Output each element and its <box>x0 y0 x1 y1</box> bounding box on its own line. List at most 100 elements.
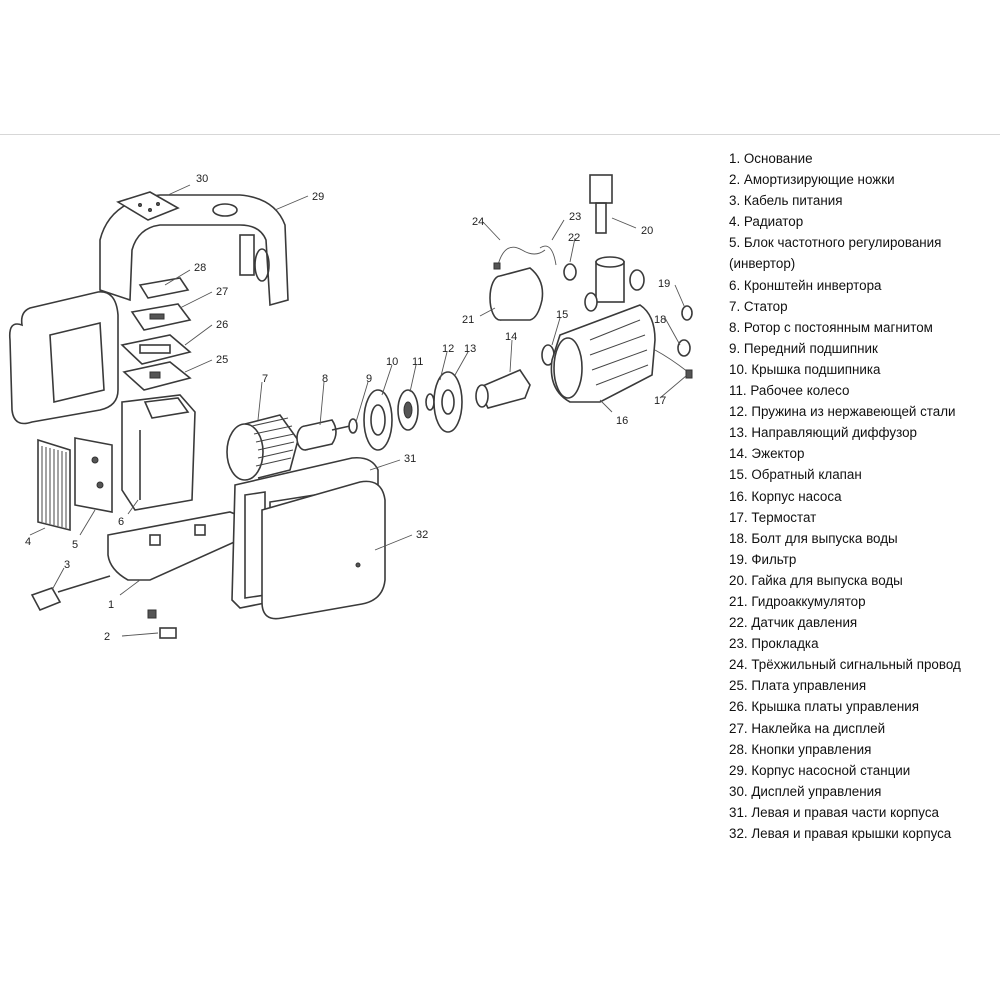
legend-item-20: 20. Гайка для выпуска воды <box>729 572 903 588</box>
callout-17: 17 <box>654 395 666 407</box>
legend-item-14: 14. Эжектор <box>729 446 805 462</box>
legend-item-15: 15. Обратный клапан <box>729 467 862 483</box>
legend-item-25: 25. Плата управления <box>729 678 867 694</box>
callout-26: 26 <box>216 319 228 331</box>
part-27-display-sticker <box>130 303 192 331</box>
legend-item-24: 24. Трёхжильный сигнальный провод <box>729 657 961 673</box>
legend-item-6: 6. Кронштейн инвертора <box>729 277 882 293</box>
part-7-stator <box>226 414 299 481</box>
callout-31: 31 <box>404 453 416 465</box>
part-29-station-housing <box>99 194 289 307</box>
callout-19: 19 <box>658 278 670 290</box>
callout-22: 22 <box>568 232 580 244</box>
callout-28: 28 <box>194 262 206 274</box>
legend-item-8: 8. Ротор с постоянным магнитом <box>729 319 933 335</box>
part-8-rotor <box>296 419 351 451</box>
exploded-view-diagram: 30 29 28 27 26 25 7 8 9 10 11 12 13 14 1… <box>8 173 693 643</box>
legend-item-13: 13. Направляющий диффузор <box>729 425 917 441</box>
part-26-board-cover <box>120 334 192 365</box>
callout-13: 13 <box>464 343 476 355</box>
legend-item-21: 21. Гидроаккумулятор <box>729 593 866 609</box>
part-16-pump-body <box>550 256 656 403</box>
callout-labels: 30 29 28 27 26 25 7 8 9 10 11 12 13 14 1… <box>25 173 670 643</box>
callout-32: 32 <box>416 529 428 541</box>
part-32-right-cover <box>261 480 386 620</box>
part-11-impeller <box>397 389 419 431</box>
callout-25: 25 <box>216 354 228 366</box>
part-19-filter <box>681 305 693 321</box>
part-10-bearing-cover <box>363 389 393 451</box>
callout-8: 8 <box>322 373 328 385</box>
callout-24: 24 <box>472 216 484 228</box>
legend-item-26: 26. Крышка платы управления <box>729 699 919 715</box>
part-17-thermostat <box>654 349 693 379</box>
legend-item-27: 27. Наклейка на дисплей <box>729 720 886 736</box>
legend-item-28: 28. Кнопки управления <box>729 741 872 757</box>
callout-2: 2 <box>104 631 110 643</box>
legend-item-5-cont: (инвертор) <box>729 256 796 272</box>
legend-item-23: 23. Прокладка <box>729 636 819 652</box>
legend-item-7: 7. Статор <box>729 298 788 314</box>
callout-21: 21 <box>462 314 474 326</box>
callout-10: 10 <box>386 356 398 368</box>
part-32-left-cover <box>8 291 119 425</box>
legend-item-16: 16. Корпус насоса <box>729 488 842 504</box>
legend-item-29: 29. Корпус насосной станции <box>729 762 911 778</box>
legend-item-18: 18. Болт для выпуска воды <box>729 530 898 546</box>
legend-item-9: 9. Передний подшипник <box>729 340 878 356</box>
part-1-base <box>107 511 251 581</box>
callout-27: 27 <box>216 286 228 298</box>
part-13-diffuser <box>433 371 463 433</box>
legend-item-5: 5. Блок частотного регулирования <box>729 235 942 251</box>
part-24-signal-wire <box>493 246 546 270</box>
callout-16: 16 <box>616 415 628 427</box>
legend-item-22: 22. Датчик давления <box>729 615 858 631</box>
callout-30: 30 <box>196 173 208 185</box>
callout-6: 6 <box>118 516 124 528</box>
legend-item-4: 4. Радиатор <box>729 214 804 230</box>
legend-item-10: 10. Крышка подшипника <box>729 361 881 377</box>
legend-item-3: 3. Кабель питания <box>729 193 843 209</box>
part-20-drain-nut <box>589 174 613 234</box>
legend-item-11: 11. Рабочее колесо <box>729 383 850 399</box>
callout-14: 14 <box>505 331 517 343</box>
callout-15: 15 <box>556 309 568 321</box>
legend-item-12: 12. Пружина из нержавеющей стали <box>729 404 956 420</box>
legend-item-1: 1. Основание <box>729 151 813 166</box>
legend-item-30: 30. Дисплей управления <box>729 783 882 799</box>
legend-item-31: 31. Левая и правая части корпуса <box>729 804 939 820</box>
part-18-drain-bolt <box>677 339 691 357</box>
part-21-accumulator <box>489 267 544 321</box>
callout-7: 7 <box>262 373 268 385</box>
part-22-pressure-sensor <box>563 263 577 281</box>
legend-item-2: 2. Амортизирующие ножки <box>729 172 895 188</box>
callout-11: 11 <box>412 356 423 368</box>
part-30-control-display <box>116 191 180 221</box>
parts-legend: 1. Основание 2. Амортизирующие ножки 3. … <box>729 148 997 844</box>
callout-3: 3 <box>64 559 70 571</box>
legend-item-32: 32. Левая и правая крышки корпуса <box>729 826 952 841</box>
top-divider <box>0 134 1000 135</box>
part-28-control-buttons <box>138 277 190 299</box>
part-9-front-bearing <box>348 418 358 434</box>
callout-20: 20 <box>641 225 653 237</box>
part-3-power-cable <box>30 575 111 612</box>
callout-5: 5 <box>72 539 78 551</box>
part-12-spring <box>425 393 435 411</box>
legend-item-19: 19. Фильтр <box>729 551 797 567</box>
part-23-gasket <box>539 245 557 266</box>
callout-29: 29 <box>312 191 324 203</box>
legend-item-17: 17. Термостат <box>729 509 817 525</box>
part-4-radiator <box>37 438 71 532</box>
part-5-inverter <box>74 437 113 513</box>
part-6-inverter-bracket <box>121 394 196 511</box>
callout-18: 18 <box>654 314 666 326</box>
callout-23: 23 <box>569 211 581 223</box>
part-14-ejector <box>475 369 531 409</box>
callout-4: 4 <box>25 536 31 548</box>
callout-12: 12 <box>442 343 454 355</box>
callout-1: 1 <box>108 599 114 611</box>
callout-9: 9 <box>366 373 372 385</box>
leader-lines <box>29 184 687 637</box>
part-25-control-board <box>122 361 192 391</box>
